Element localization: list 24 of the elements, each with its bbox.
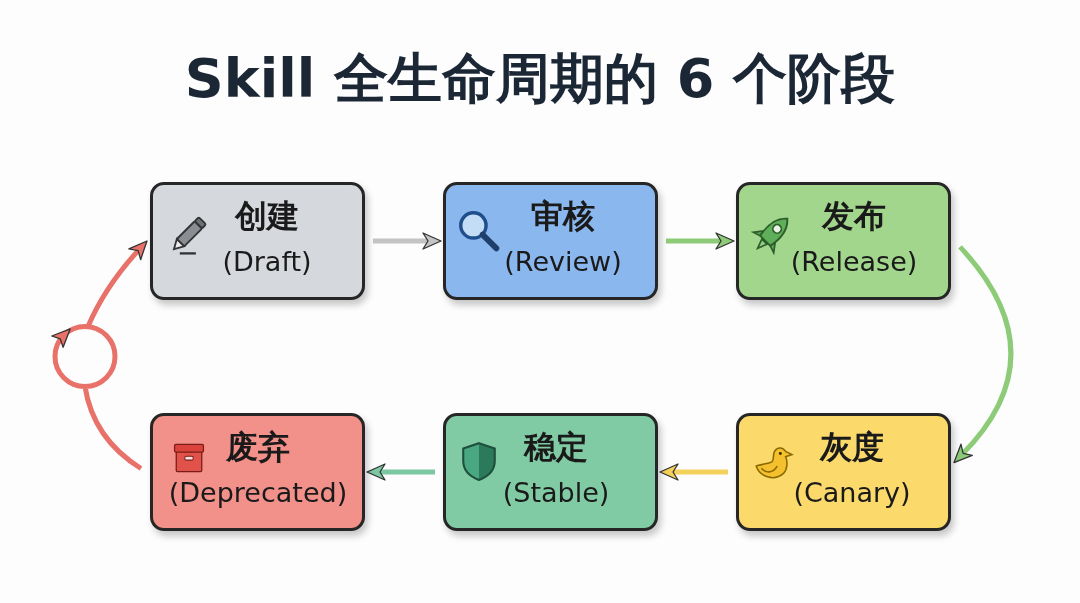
stage-box xyxy=(150,413,365,531)
arrow xyxy=(666,232,735,250)
stage-title: 废弃 xyxy=(226,428,290,466)
stage-box xyxy=(150,182,365,300)
arrow xyxy=(953,245,1014,464)
stage-box xyxy=(736,413,951,531)
stage-box xyxy=(736,182,951,300)
arrow xyxy=(366,463,435,481)
stage-title: 稳定 xyxy=(524,428,588,466)
stage-box xyxy=(443,182,658,300)
arrow xyxy=(659,463,728,481)
stage-subtitle: (Stable) xyxy=(502,477,610,508)
stage-subtitle: (Draft) xyxy=(222,246,312,277)
arrow xyxy=(373,232,442,250)
stage-subtitle: (Deprecated) xyxy=(168,477,348,508)
stage-title: 发布 xyxy=(822,197,886,235)
stage-subtitle: (Release) xyxy=(790,246,918,277)
stage-subtitle: (Canary) xyxy=(793,477,911,508)
stage-title: 灰度 xyxy=(820,428,884,466)
stage-box xyxy=(443,413,658,531)
stage-subtitle: (Review) xyxy=(504,246,622,277)
stage-title: 创建 xyxy=(235,197,299,235)
stage-title: 审核 xyxy=(531,197,595,235)
title: Skill 全生命周期的 6 个阶段 xyxy=(184,47,896,110)
